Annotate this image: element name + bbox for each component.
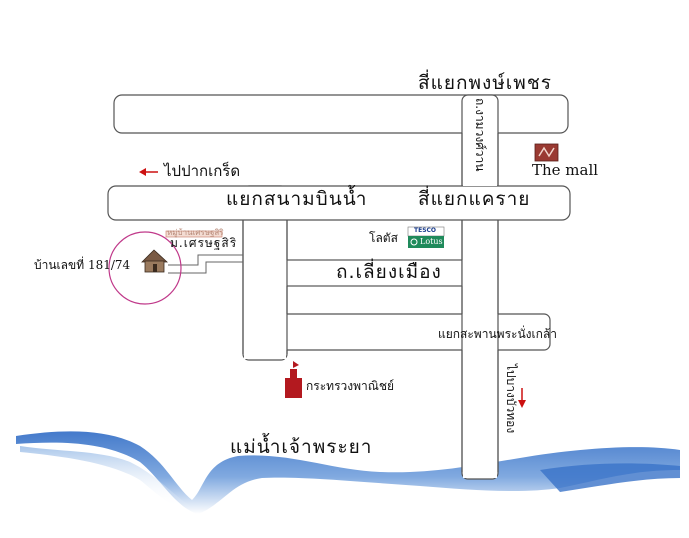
label-ministry-of-commerce: กระทรวงพาณิชย์ xyxy=(306,379,395,393)
road-network xyxy=(107,94,571,480)
label-tesco: TESCO xyxy=(414,227,437,234)
soi-to-house xyxy=(168,254,243,274)
label-to-pakkret: ไปปากเกร็ด xyxy=(164,162,241,180)
road-sanambinnam xyxy=(107,185,571,221)
label-junction-phongphet: สี่แยกพงษ์เพชร xyxy=(418,72,552,94)
label-to-bang-bua-thong: ไปบางบัวทอง xyxy=(504,364,518,434)
label-lotus-logo: Lotus xyxy=(420,237,443,246)
ministry-building-icon xyxy=(285,361,302,398)
label-road-ngamwongwan: ถ.งามวงศ์วาน xyxy=(473,98,487,172)
road-top xyxy=(113,94,569,134)
label-river: แม่น้ำเจ้าพระยา xyxy=(230,436,373,458)
label-junction-bridge: แยกสะพานพระนั่งเกล้า xyxy=(438,327,557,341)
label-lotus: โลตัส xyxy=(369,231,398,245)
house-highlight-circle xyxy=(108,231,182,305)
label-house-address: บ้านเลขที่ 181/74 xyxy=(34,258,131,272)
label-junction-sanambinnam: แยกสนามบินน้ำ xyxy=(226,188,368,210)
arrow-down-icon xyxy=(518,388,526,408)
tesco-lotus-logo-icon xyxy=(407,226,445,248)
label-road-liang-mueang: ถ.เลี่ยงเมือง xyxy=(336,261,442,283)
label-village: ม.เศรษฐสิริ xyxy=(170,236,238,250)
house-icon xyxy=(141,249,169,273)
arrow-left-icon xyxy=(139,168,158,176)
label-the-mall: The mall xyxy=(532,161,599,179)
village-sign xyxy=(165,230,223,238)
chao-phraya-river xyxy=(16,431,680,514)
label-junction-khae-rai: สี่แยกแคราย xyxy=(418,188,531,210)
the-mall-logo-icon xyxy=(534,143,559,162)
label-village-sign-top: หมู่บ้านเศรษฐสิริ xyxy=(167,228,224,237)
